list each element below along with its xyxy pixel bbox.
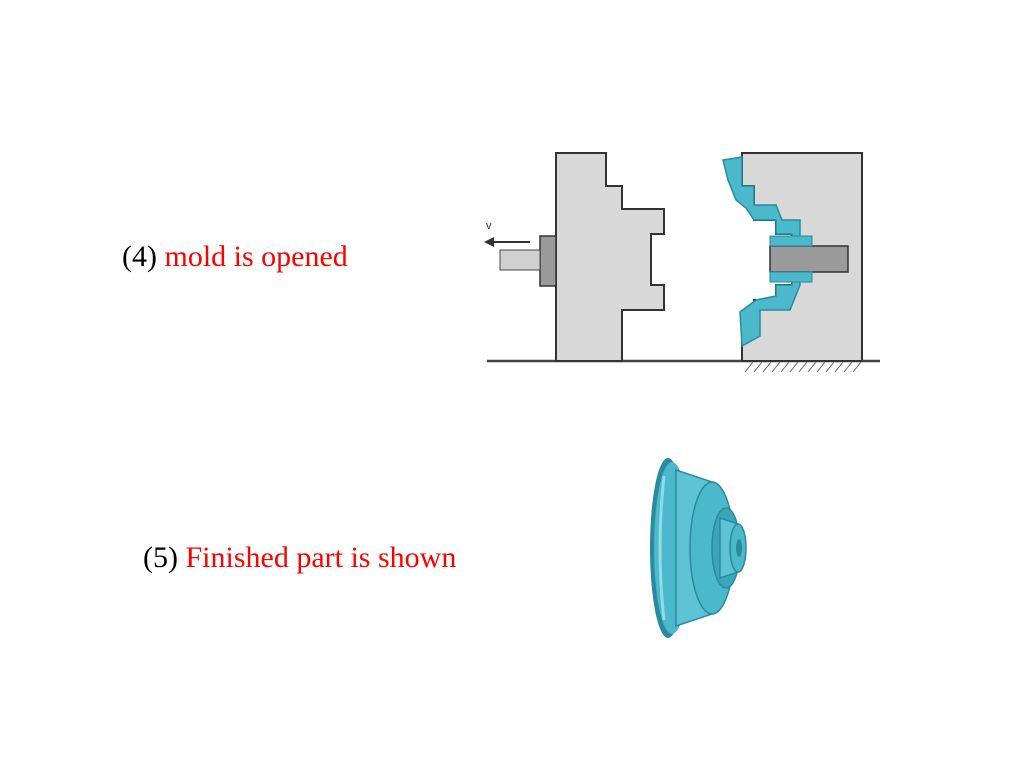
moving-mold-half [555, 152, 665, 362]
finished-part [650, 458, 747, 638]
step-4-text: mold is opened [164, 240, 348, 273]
step-5-caption: (5) Finished part is shown [143, 543, 456, 573]
ground-hatching [744, 361, 862, 373]
velocity-label: v [486, 220, 492, 232]
molded-part-in-mold [722, 156, 801, 348]
step-5-text: Finished part is shown [185, 541, 457, 574]
core-insert [769, 245, 849, 273]
step-4-caption: (4) mold is opened [122, 242, 348, 272]
ejector-boss [539, 235, 557, 287]
step-4-number: (4) [122, 240, 157, 273]
velocity-arrow [484, 237, 530, 247]
step-5-number: (5) [143, 541, 178, 574]
open-mold-diagram: v [484, 152, 880, 373]
ejector-rod [499, 249, 541, 271]
